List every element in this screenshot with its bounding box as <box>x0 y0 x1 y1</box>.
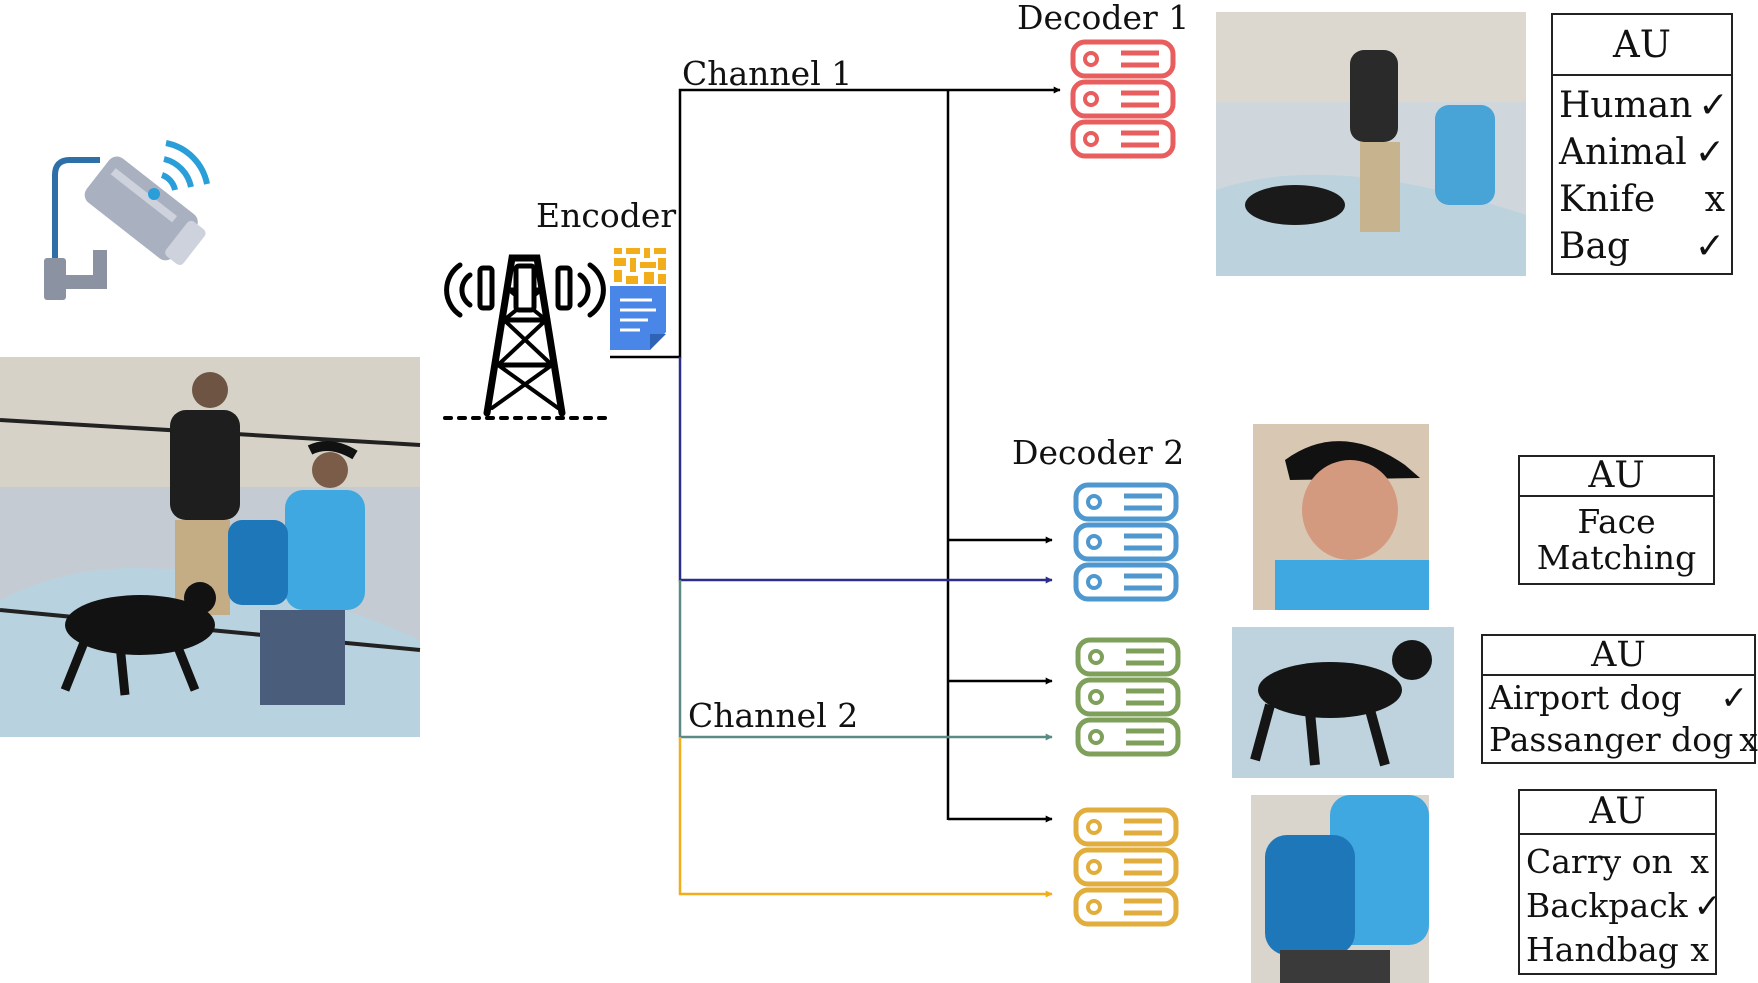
decoder1-server-icon <box>1073 42 1173 156</box>
au-row-bag: Bag ✓ <box>1553 223 1731 270</box>
check-icon: ✓ <box>1720 677 1748 717</box>
au-row-carry-on: Carry on x <box>1520 839 1715 883</box>
cross-icon: x <box>1690 929 1709 969</box>
channel2-line-blue <box>678 357 1053 584</box>
cross-icon: x <box>1739 719 1758 759</box>
au-row-matching: Matching <box>1520 537 1713 577</box>
au-label: Face <box>1577 501 1656 541</box>
yellow-server-icon <box>1076 810 1176 924</box>
au-label: Carry on <box>1526 841 1673 881</box>
cross-icon: x <box>1690 841 1709 881</box>
au-title: AU <box>1483 636 1754 676</box>
au-label: Handbag <box>1526 929 1679 969</box>
check-icon: ✓ <box>1694 132 1725 173</box>
au-table-bags: AU Carry on x Backpack ✓ Handbag x <box>1518 789 1721 975</box>
au-row-airport-dog: Airport dog ✓ <box>1483 676 1754 718</box>
au-table-objects: AU Human ✓ Animal ✓ Knife x Bag ✓ <box>1551 13 1733 275</box>
channel1-label: Channel 1 <box>682 54 852 93</box>
cross-icon: x <box>1704 179 1725 220</box>
au-row-human: Human ✓ <box>1553 82 1731 129</box>
au-row-backpack: Backpack ✓ <box>1520 883 1721 927</box>
channel2-line-orange <box>678 737 1053 898</box>
check-icon: ✓ <box>1698 85 1729 126</box>
au-table-face: AU Face Matching <box>1518 455 1715 585</box>
au-title: AU <box>1520 457 1713 497</box>
green-server-icon <box>1078 640 1178 754</box>
au-label: Passanger dog <box>1489 719 1734 759</box>
dog-crop-photo <box>1232 627 1454 778</box>
au-row-passanger-dog: Passanger dog x <box>1483 718 1758 760</box>
au-title: AU <box>1520 791 1715 835</box>
au-label: Backpack <box>1526 885 1688 925</box>
au-title: AU <box>1553 15 1731 76</box>
au-row-face: Face <box>1520 501 1713 541</box>
au-label: Animal <box>1559 132 1687 173</box>
au-label: Knife <box>1559 179 1656 220</box>
au-label: Airport dog <box>1489 677 1682 717</box>
encoded-document-icon <box>610 246 666 350</box>
au-row-knife: Knife x <box>1553 176 1731 223</box>
channel-connections <box>610 86 1061 898</box>
au-label: Matching <box>1536 537 1697 577</box>
check-icon: ✓ <box>1694 226 1725 267</box>
channel2-label: Channel 2 <box>688 696 858 735</box>
au-row-handbag: Handbag x <box>1520 927 1715 971</box>
surveillance-camera-icon <box>44 140 210 300</box>
au-label: Bag <box>1559 226 1630 267</box>
decoder2-label: Decoder 2 <box>1012 433 1184 472</box>
decoded-scene-photo-blurry <box>1216 12 1526 276</box>
au-label: Human <box>1559 85 1693 126</box>
check-icon: ✓ <box>1693 885 1722 925</box>
encoder-label: Encoder <box>536 196 676 235</box>
backpack-crop-photo <box>1251 795 1429 983</box>
transmission-tower-icon <box>443 254 612 420</box>
face-crop-photo <box>1253 424 1429 610</box>
airport-scene-photo <box>0 357 421 737</box>
decoder1-label: Decoder 1 <box>1017 0 1189 37</box>
au-table-dog: AU Airport dog ✓ Passanger dog x <box>1481 634 1758 764</box>
channel1-line <box>610 86 1061 359</box>
au-row-animal: Animal ✓ <box>1553 129 1731 176</box>
decoder2-server-icon <box>1076 485 1176 599</box>
